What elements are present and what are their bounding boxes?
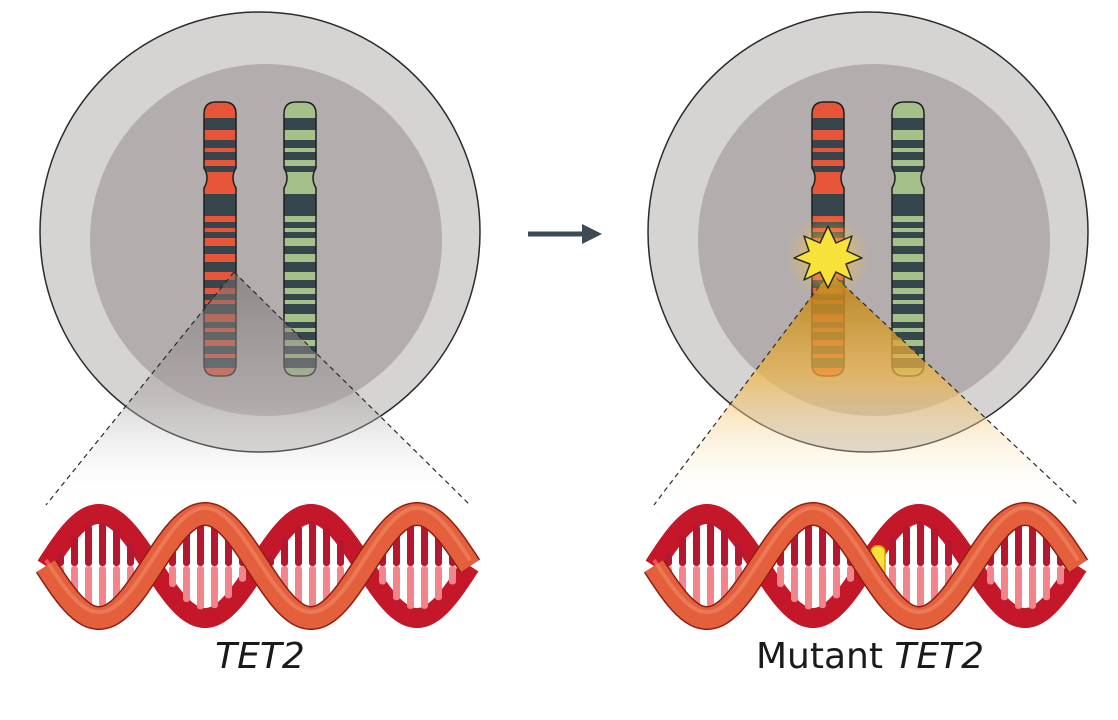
zoom-cone	[654, 272, 1078, 505]
normal-panel	[35, 11, 481, 630]
nucleus	[90, 64, 442, 416]
caption-normal-gene: TET2	[160, 636, 360, 677]
dna-helix	[643, 502, 1089, 630]
right-arrow-icon	[528, 224, 602, 244]
caption-prefix: Mutant	[755, 636, 895, 677]
mutant-panel	[643, 11, 1089, 630]
gene-name: TET2	[894, 636, 985, 677]
caption-mutant-gene: Mutant TET2	[700, 636, 1040, 677]
chromosome-green	[891, 101, 925, 377]
mutation-burst-icon	[793, 225, 863, 289]
nucleus	[698, 64, 1050, 416]
gene-name: TET2	[215, 636, 305, 677]
dna-helix	[35, 502, 481, 630]
zoom-cone	[46, 272, 470, 505]
